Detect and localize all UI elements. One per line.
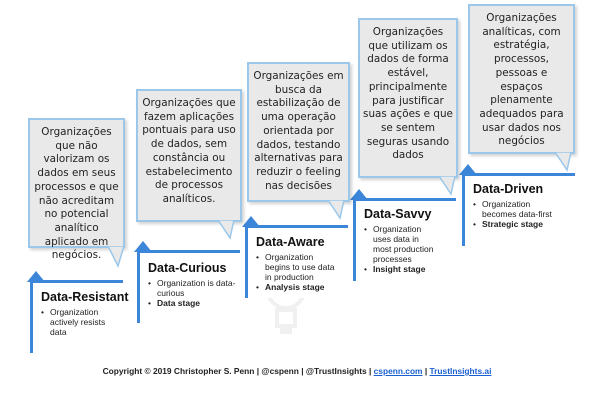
callout-tail xyxy=(327,200,345,220)
stage-data-curious: Data-Curious Organization is data-curiou… xyxy=(137,250,240,323)
stage-title: Data-Aware xyxy=(256,235,325,249)
callout-data-curious: Organizações que fazem aplicações pontua… xyxy=(136,89,242,222)
callout-tail xyxy=(438,176,456,196)
callout-text: Organizações em busca da estabilização d… xyxy=(253,70,344,192)
stage-data-resistant: Data-Resistant Organization actively res… xyxy=(30,280,129,353)
callout-text: Organizações analíticas, com estratégia,… xyxy=(479,12,564,148)
callout-data-driven: Organizações analíticas, com estratégia,… xyxy=(468,4,575,154)
copyright-footer: Copyright © 2019 Christopher S. Penn | @… xyxy=(0,366,594,376)
step-arrow xyxy=(350,189,368,200)
cspenn-link[interactable]: cspenn.com xyxy=(373,366,423,376)
callout-tail xyxy=(107,246,125,268)
step-arrow xyxy=(134,241,152,252)
callout-data-aware: Organizações em busca da estabilização d… xyxy=(247,62,350,202)
stage-tag: Insight stage xyxy=(373,264,426,274)
callout-data-resistant: Organizações que não valorizam os dados … xyxy=(28,118,125,261)
callout-text: Organizações que utilizam os dados de fo… xyxy=(363,26,453,162)
stage-title: Data-Driven xyxy=(473,182,544,196)
stage-tag: Strategic stage xyxy=(482,219,543,229)
stage-description: Organization uses data in most productio… xyxy=(364,224,436,264)
copyright-text: Copyright © 2019 Christopher S. Penn | @… xyxy=(102,366,372,376)
stage-description: Organization actively resists data xyxy=(41,307,123,337)
stage-description: Organization becomes data-first xyxy=(473,199,563,219)
callout-text: Organizações que fazem aplicações pontua… xyxy=(142,97,236,205)
callout-tail xyxy=(554,152,572,172)
stage-description: Organization begins to use data in produ… xyxy=(256,252,338,282)
stage-data-aware: Data-Aware Organization begins to use da… xyxy=(245,225,348,298)
stage-title: Data-Savvy xyxy=(364,207,432,221)
stage-title: Data-Resistant xyxy=(41,290,129,304)
trustinsights-link[interactable]: TrustInsights.ai xyxy=(429,366,492,376)
stage-data-driven: Data-Driven Organization becomes data-fi… xyxy=(462,173,575,246)
step-arrow xyxy=(459,164,477,175)
step-arrow xyxy=(27,271,45,282)
stage-title: Data-Curious xyxy=(148,261,227,275)
stage-data-savvy: Data-Savvy Organization uses data in mos… xyxy=(353,198,456,281)
stage-tag: Analysis stage xyxy=(265,282,325,292)
callout-data-savvy: Organizações que utilizam os dados de fo… xyxy=(358,18,458,178)
footer-separator: | xyxy=(424,366,428,376)
callout-tail xyxy=(217,220,235,240)
callout-text: Organizações que não valorizam os dados … xyxy=(34,126,119,262)
step-arrow xyxy=(242,216,260,227)
stage-tag: Data stage xyxy=(157,298,200,308)
stage-description: Organization is data-curious xyxy=(148,278,236,298)
